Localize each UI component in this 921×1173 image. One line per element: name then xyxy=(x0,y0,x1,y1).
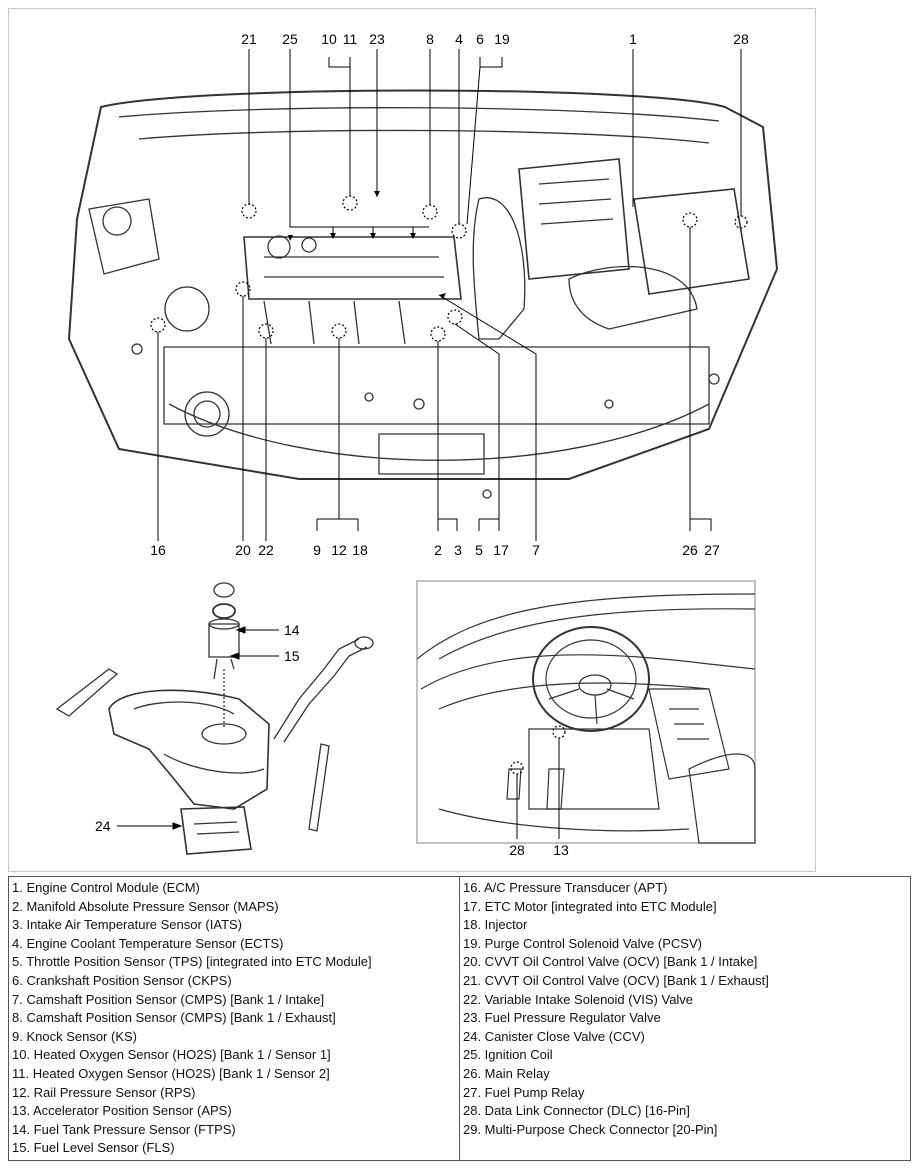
tank-leader-lines xyxy=(117,626,279,830)
legend-item: 14. Fuel Tank Pressure Sensor (FTPS) xyxy=(12,1121,236,1137)
callout-22: 22 xyxy=(258,542,274,558)
engine-leader-lines xyxy=(157,49,742,541)
callout-3: 3 xyxy=(454,542,462,558)
callout-15: 15 xyxy=(284,648,300,664)
callout-20: 20 xyxy=(235,542,251,558)
callout-21: 21 xyxy=(241,31,257,47)
callout-8: 8 xyxy=(426,31,434,47)
legend-item: 25. Ignition Coil xyxy=(463,1047,553,1063)
tank-callouts: 14 15 24 xyxy=(95,622,300,834)
legend-item: 29. Multi-Purpose Check Connector [20-Pi… xyxy=(463,1121,718,1137)
callout-25: 25 xyxy=(282,31,298,47)
legend-item: 13. Accelerator Position Sensor (APS) xyxy=(12,1103,232,1119)
legend-item: 22. Variable Intake Solenoid (VIS) Valve xyxy=(463,991,694,1007)
callout-6: 6 xyxy=(476,31,484,47)
legend-item: 9. Knock Sensor (KS) xyxy=(12,1028,137,1044)
legend-column-right: 16. A/C Pressure Transducer (APT) 17. ET… xyxy=(459,876,911,1161)
callout-28-cabin: 28 xyxy=(509,842,525,858)
legend-item: 4. Engine Coolant Temperature Sensor (EC… xyxy=(12,935,284,951)
legend-column-left: 1. Engine Control Module (ECM) 2. Manifo… xyxy=(8,876,460,1161)
legend-item: 2. Manifold Absolute Pressure Sensor (MA… xyxy=(12,898,279,914)
legend-item: 17. ETC Motor [integrated into ETC Modul… xyxy=(463,898,717,914)
legend-item: 12. Rail Pressure Sensor (RPS) xyxy=(12,1084,196,1100)
callout-11: 11 xyxy=(343,31,358,47)
legend-item: 23. Fuel Pressure Regulator Valve xyxy=(463,1010,661,1026)
callout-14: 14 xyxy=(284,622,300,638)
legend-item: 1. Engine Control Module (ECM) xyxy=(12,880,200,895)
legend-item: 7. Camshaft Position Sensor (CMPS) [Bank… xyxy=(12,991,325,1007)
engine-callouts-bottom: 16 20 22 9 12 18 2 3 5 17 7 26 27 xyxy=(150,542,720,558)
cabin-illustration xyxy=(416,580,756,844)
callout-16: 16 xyxy=(150,542,166,558)
legend-item: 11. Heated Oxygen Sensor (HO2S) [Bank 1 … xyxy=(12,1065,330,1081)
callout-24: 24 xyxy=(95,818,111,834)
engine-bay-illustration xyxy=(67,89,779,499)
callout-26: 26 xyxy=(682,542,698,558)
sensor-markers xyxy=(150,195,748,342)
callout-1: 1 xyxy=(629,31,637,47)
legend-item: 26. Main Relay xyxy=(463,1065,550,1081)
callout-7: 7 xyxy=(532,542,540,558)
callout-5: 5 xyxy=(475,542,483,558)
callout-12: 12 xyxy=(331,542,347,558)
fuel-tank-illustration xyxy=(55,582,374,855)
diagram-canvas: 21 25 10 11 23 8 4 6 19 1 28 16 20 22 9 … xyxy=(55,31,779,858)
legend-item: 3. Intake Air Temperature Sensor (IATS) xyxy=(12,917,243,933)
callout-23: 23 xyxy=(369,31,385,47)
callout-10: 10 xyxy=(321,31,337,47)
legend-item: 15. Fuel Level Sensor (FLS) xyxy=(12,1140,175,1156)
legend-item: 18. Injector xyxy=(463,917,528,933)
callout-9: 9 xyxy=(313,542,321,558)
callout-2: 2 xyxy=(434,542,442,558)
callout-17: 17 xyxy=(493,542,509,558)
component-location-diagram: 21 25 10 11 23 8 4 6 19 1 28 16 20 22 9 … xyxy=(8,8,816,872)
legend-item: 8. Camshaft Position Sensor (CMPS) [Bank… xyxy=(12,1010,336,1026)
cabin-markers xyxy=(510,725,566,775)
legend-item: 20. CVVT Oil Control Valve (OCV) [Bank 1… xyxy=(463,954,758,970)
cabin-leader-lines xyxy=(516,738,560,839)
legend-item: 19. Purge Control Solenoid Valve (PCSV) xyxy=(463,935,702,951)
callout-19: 19 xyxy=(494,31,510,47)
callout-4: 4 xyxy=(455,31,463,47)
callout-28: 28 xyxy=(733,31,749,47)
cabin-callouts: 28 13 xyxy=(509,842,569,858)
legend-item: 28. Data Link Connector (DLC) [16-Pin] xyxy=(463,1103,690,1119)
legend-item: 21. CVVT Oil Control Valve (OCV) [Bank 1… xyxy=(463,972,769,988)
legend-item: 24. Canister Close Valve (CCV) xyxy=(463,1028,645,1044)
callout-13: 13 xyxy=(553,842,569,858)
legend-item: 5. Throttle Position Sensor (TPS) [integ… xyxy=(12,954,372,970)
legend-item: 10. Heated Oxygen Sensor (HO2S) [Bank 1 … xyxy=(12,1047,331,1063)
callout-18: 18 xyxy=(352,542,368,558)
component-legend-table: 1. Engine Control Module (ECM) 2. Manifo… xyxy=(8,876,911,1161)
legend-item: 6. Crankshaft Position Sensor (CKPS) xyxy=(12,972,232,988)
engine-callouts-top: 21 25 10 11 23 8 4 6 19 1 28 xyxy=(241,31,749,47)
engine-arrowheads xyxy=(288,191,446,299)
callout-27: 27 xyxy=(704,542,720,558)
legend-item: 27. Fuel Pump Relay xyxy=(463,1084,585,1100)
legend-item: 16. A/C Pressure Transducer (APT) xyxy=(463,880,668,895)
